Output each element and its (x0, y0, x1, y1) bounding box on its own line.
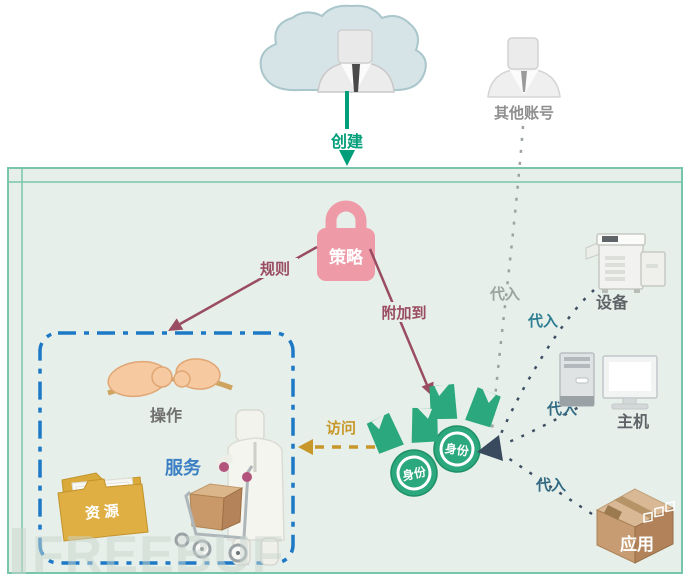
identity-badge-front: 身份 (366, 407, 438, 497)
assume-line-application (504, 454, 593, 516)
create-arrow (339, 91, 355, 166)
assume-line-host (503, 400, 589, 446)
application-label: 应用 (620, 534, 654, 554)
policy-lock-icon (317, 200, 375, 281)
assume-lines (490, 125, 595, 516)
assume-line-other-account (490, 125, 525, 431)
operation-label: 操作 (150, 406, 182, 425)
cart-person-icon (174, 409, 285, 566)
identity-label-front: 身份 (401, 463, 429, 483)
assume-label-account: 代入 (489, 285, 520, 303)
attach-label: 附加到 (381, 304, 426, 322)
create-label: 创建 (330, 132, 363, 151)
assume-line-device (498, 289, 595, 437)
other-account-label: 其他账号 (494, 104, 554, 122)
resource-folder-icon (57, 472, 149, 542)
permission-boundary-box (38, 331, 295, 565)
service-label: 服务 (165, 457, 202, 478)
watermark-text: FREEBUF (32, 526, 285, 579)
resource-label: 资源 (84, 501, 123, 522)
operation-hands-icon (107, 358, 233, 398)
device-label: 设备 (596, 293, 629, 312)
host-computer-icon (559, 352, 658, 410)
attach-label-bg (377, 302, 431, 322)
assume-arrowhead (477, 435, 503, 461)
rule-label: 规则 (260, 260, 290, 278)
identity-badge-back: 身份 (429, 383, 501, 473)
assume-label-device: 代入 (527, 312, 558, 330)
access-arrow (298, 439, 392, 455)
assume-label-application: 代入 (535, 476, 566, 494)
device-printer-icon (585, 233, 666, 293)
application-box-icon: 应用 (595, 488, 675, 564)
access-label: 访问 (326, 419, 356, 437)
policy-label: 策略 (329, 247, 364, 267)
host-label: 主机 (617, 412, 649, 431)
watermark: FREEBUF (12, 526, 285, 579)
rule-label-bg (252, 258, 298, 278)
identity-label-back: 身份 (444, 440, 471, 458)
admin-user-icon (317, 29, 395, 93)
other-account-icon (487, 37, 561, 98)
